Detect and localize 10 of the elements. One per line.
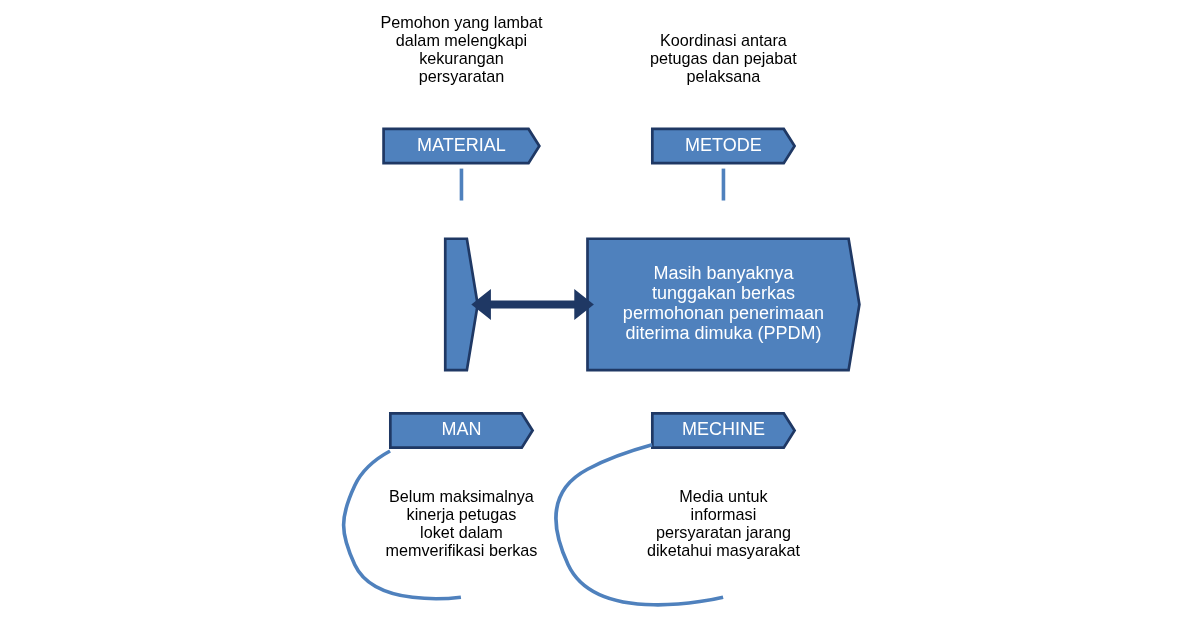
arrow: [471, 289, 594, 320]
label: Media untuk informasi persyaratan jarang diketahui masyarakat: [646, 487, 800, 560]
node-chevron: [443, 237, 480, 372]
connector: [721, 168, 726, 201]
connector: [459, 168, 464, 201]
connector: [341, 449, 462, 601]
label: Koordinasi antara petugas dan pejabat pelaksana: [650, 31, 797, 86]
label: Belum maksimalnya kinerja petugas loket dalam memverifikasi berkas: [385, 487, 538, 560]
label: Pemohon yang lambat dalam melengkapi kekurangan persyaratan: [380, 13, 543, 86]
connector: [554, 443, 724, 607]
